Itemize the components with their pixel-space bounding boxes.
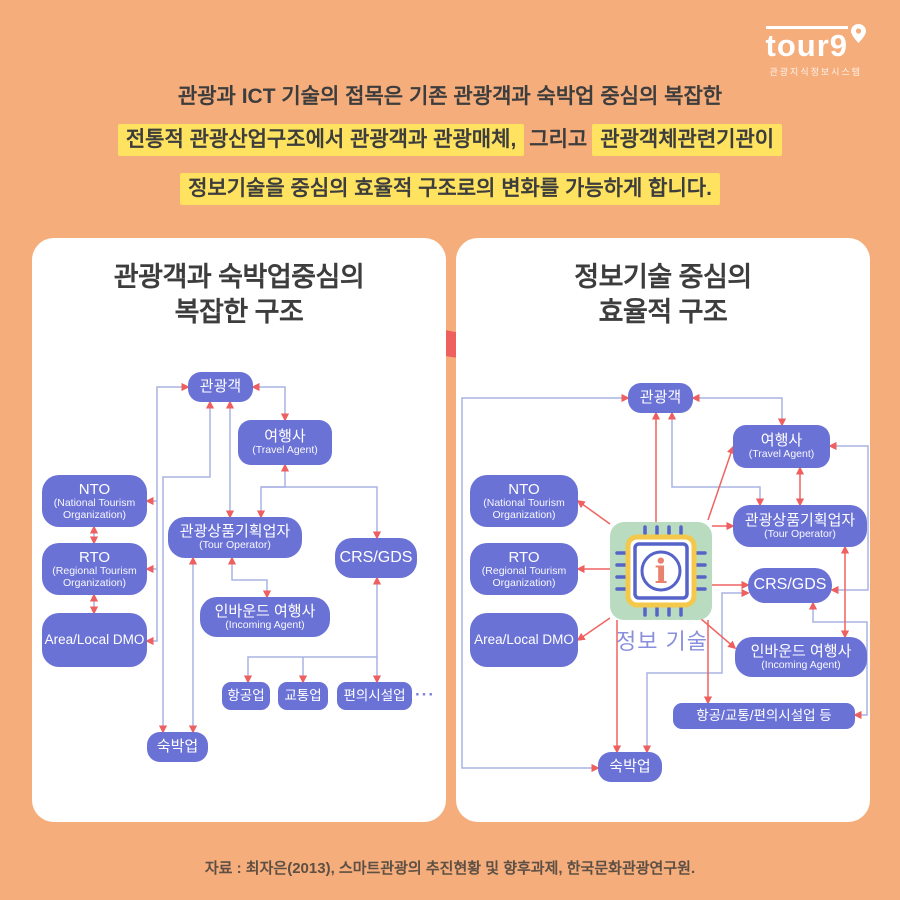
node-label: RTO	[78, 548, 111, 566]
header-highlight-3: 정보기술을 중심의 효율적 구조로의 변화를 가능하게 합니다.	[180, 173, 720, 205]
right-panel: 정보기술 중심의 효율적 구조	[456, 238, 870, 822]
header-plain: 그리고	[529, 128, 588, 151]
right-node-incoming-agent: 인바운드 여행사(Incoming Agent)	[735, 637, 867, 677]
node-label: 항공업	[227, 688, 265, 704]
node-label: CRS/GDS	[753, 576, 827, 594]
right-node-nto: NTO(National Tourism Organization)	[470, 475, 578, 527]
right-title-line2: 효율적 구조	[598, 297, 728, 328]
right-node-travel-agent: 여행사(Travel Agent)	[733, 425, 830, 468]
right-node-industries: 항공/교통/편의시설업 등	[673, 703, 855, 729]
node-label: CRS/GDS	[339, 548, 413, 566]
node-sublabel: (National Tourism Organization)	[53, 497, 136, 521]
node-sublabel: (Tour Operator)	[764, 527, 836, 540]
right-node-dmo: Area/Local DMO	[470, 613, 578, 667]
left-title-line1: 관광객과 숙박업중심의	[113, 262, 365, 292]
node-label: 숙박업	[156, 738, 199, 756]
node-label: 여행사	[264, 428, 306, 446]
logo-text: tour9	[765, 26, 848, 63]
node-label: 숙박업	[609, 758, 651, 776]
left-node-dmo: Area/Local DMO	[42, 613, 147, 667]
right-node-tour-operator: 관광상품기획업자(Tour Operator)	[733, 505, 867, 547]
node-label: 관광객	[199, 378, 242, 396]
left-node-airline: 항공업	[222, 682, 270, 710]
node-sublabel: (Regional Tourism Organization)	[52, 565, 137, 589]
header-highlight-2: 관광객체관련기관이	[592, 124, 783, 156]
node-label: 인바운드 여행사	[750, 642, 852, 660]
node-label: 관광객	[639, 389, 682, 407]
header-highlight-1: 전통적 관광산업구조에서 관광객과 관광매체,	[117, 124, 525, 156]
ellipsis-dots: ···	[415, 685, 435, 704]
source-citation: 자료 : 최자은(2013), 스마트관광의 추진현황 및 향후과제, 한국문화…	[204, 860, 696, 877]
node-label: NTO	[508, 480, 540, 498]
left-panel: 관광객과 숙박업중심의 복잡한 구조	[32, 238, 446, 822]
left-node-incoming-agent: 인바운드 여행사(Incoming Agent)	[200, 597, 330, 637]
location-pin-icon	[851, 24, 866, 43]
node-label: 항공/교통/편의시설업 등	[696, 708, 832, 724]
left-node-crs-gds: CRS/GDS	[335, 538, 417, 578]
left-connections-svg	[89, 382, 382, 734]
right-node-tourist: 관광객	[628, 383, 693, 413]
node-sublabel: (Incoming Agent)	[225, 618, 305, 631]
left-node-lodging: 숙박업	[147, 732, 208, 762]
right-node-lodging: 숙박업	[598, 752, 662, 782]
node-sublabel: (Regional Tourism Organization)	[481, 565, 567, 589]
node-sublabel: (Tour Operator)	[199, 539, 271, 552]
chip-graphic: i	[615, 525, 707, 617]
node-label: 관광상품기획업자	[179, 523, 291, 541]
node-sublabel: (Travel Agent)	[252, 444, 318, 457]
node-label: 관광상품기획업자	[744, 511, 856, 529]
left-node-convenience: 편의시설업	[337, 682, 412, 710]
right-panel-title: 정보기술 중심의 효율적 구조	[456, 260, 870, 330]
node-label: Area/Local DMO	[474, 632, 574, 648]
left-node-transport: 교통업	[278, 682, 328, 710]
left-node-tour-operator: 관광상품기획업자(Tour Operator)	[168, 517, 302, 558]
node-label: 여행사	[760, 432, 803, 450]
header-line-1: 관광과 ICT 기술의 접목은 기존 관광객과 숙박업 중심의 복잡한	[177, 85, 723, 108]
right-node-crs-gds: CRS/GDS	[748, 568, 832, 603]
node-label: RTO	[508, 548, 540, 566]
left-node-nto: NTO(National Tourism Organization)	[42, 475, 147, 527]
tour9-logo: tour9 관광지식정보시스템	[765, 24, 866, 78]
left-panel-title: 관광객과 숙박업중심의 복잡한 구조	[32, 260, 446, 330]
node-label: 인바운드 여행사	[214, 602, 316, 620]
node-label: NTO	[78, 480, 111, 498]
left-node-tourist: 관광객	[188, 372, 253, 402]
svg-text:i: i	[655, 552, 668, 592]
node-label: 편의시설업	[343, 688, 406, 704]
right-node-rto: RTO(Regional Tourism Organization)	[470, 543, 578, 595]
right-connections-svg	[461, 393, 869, 773]
node-sublabel: (Incoming Agent)	[761, 658, 841, 671]
left-title-line2: 복잡한 구조	[174, 297, 304, 328]
info-chip-icon: i	[610, 522, 712, 620]
node-sublabel: (Travel Agent)	[748, 448, 815, 461]
left-node-rto: RTO(Regional Tourism Organization)	[42, 543, 147, 595]
logo-mark: tour9	[765, 24, 866, 63]
header-line-3: 정보기술을 중심의 효율적 구조로의 변화를 가능하게 합니다.	[0, 173, 900, 205]
node-sublabel: (National Tourism Organization)	[483, 497, 565, 521]
header-text: 관광과 ICT 기술의 접목은 기존 관광객과 숙박업 중심의 복잡한 전통적 …	[0, 86, 900, 222]
logo-tagline: 관광지식정보시스템	[769, 67, 863, 77]
left-node-travel-agent: 여행사(Travel Agent)	[238, 420, 332, 465]
node-label: 교통업	[284, 688, 322, 704]
center-label: 정보 기술	[615, 629, 709, 654]
right-title-line1: 정보기술 중심의	[574, 262, 752, 292]
node-label: Area/Local DMO	[44, 632, 145, 648]
